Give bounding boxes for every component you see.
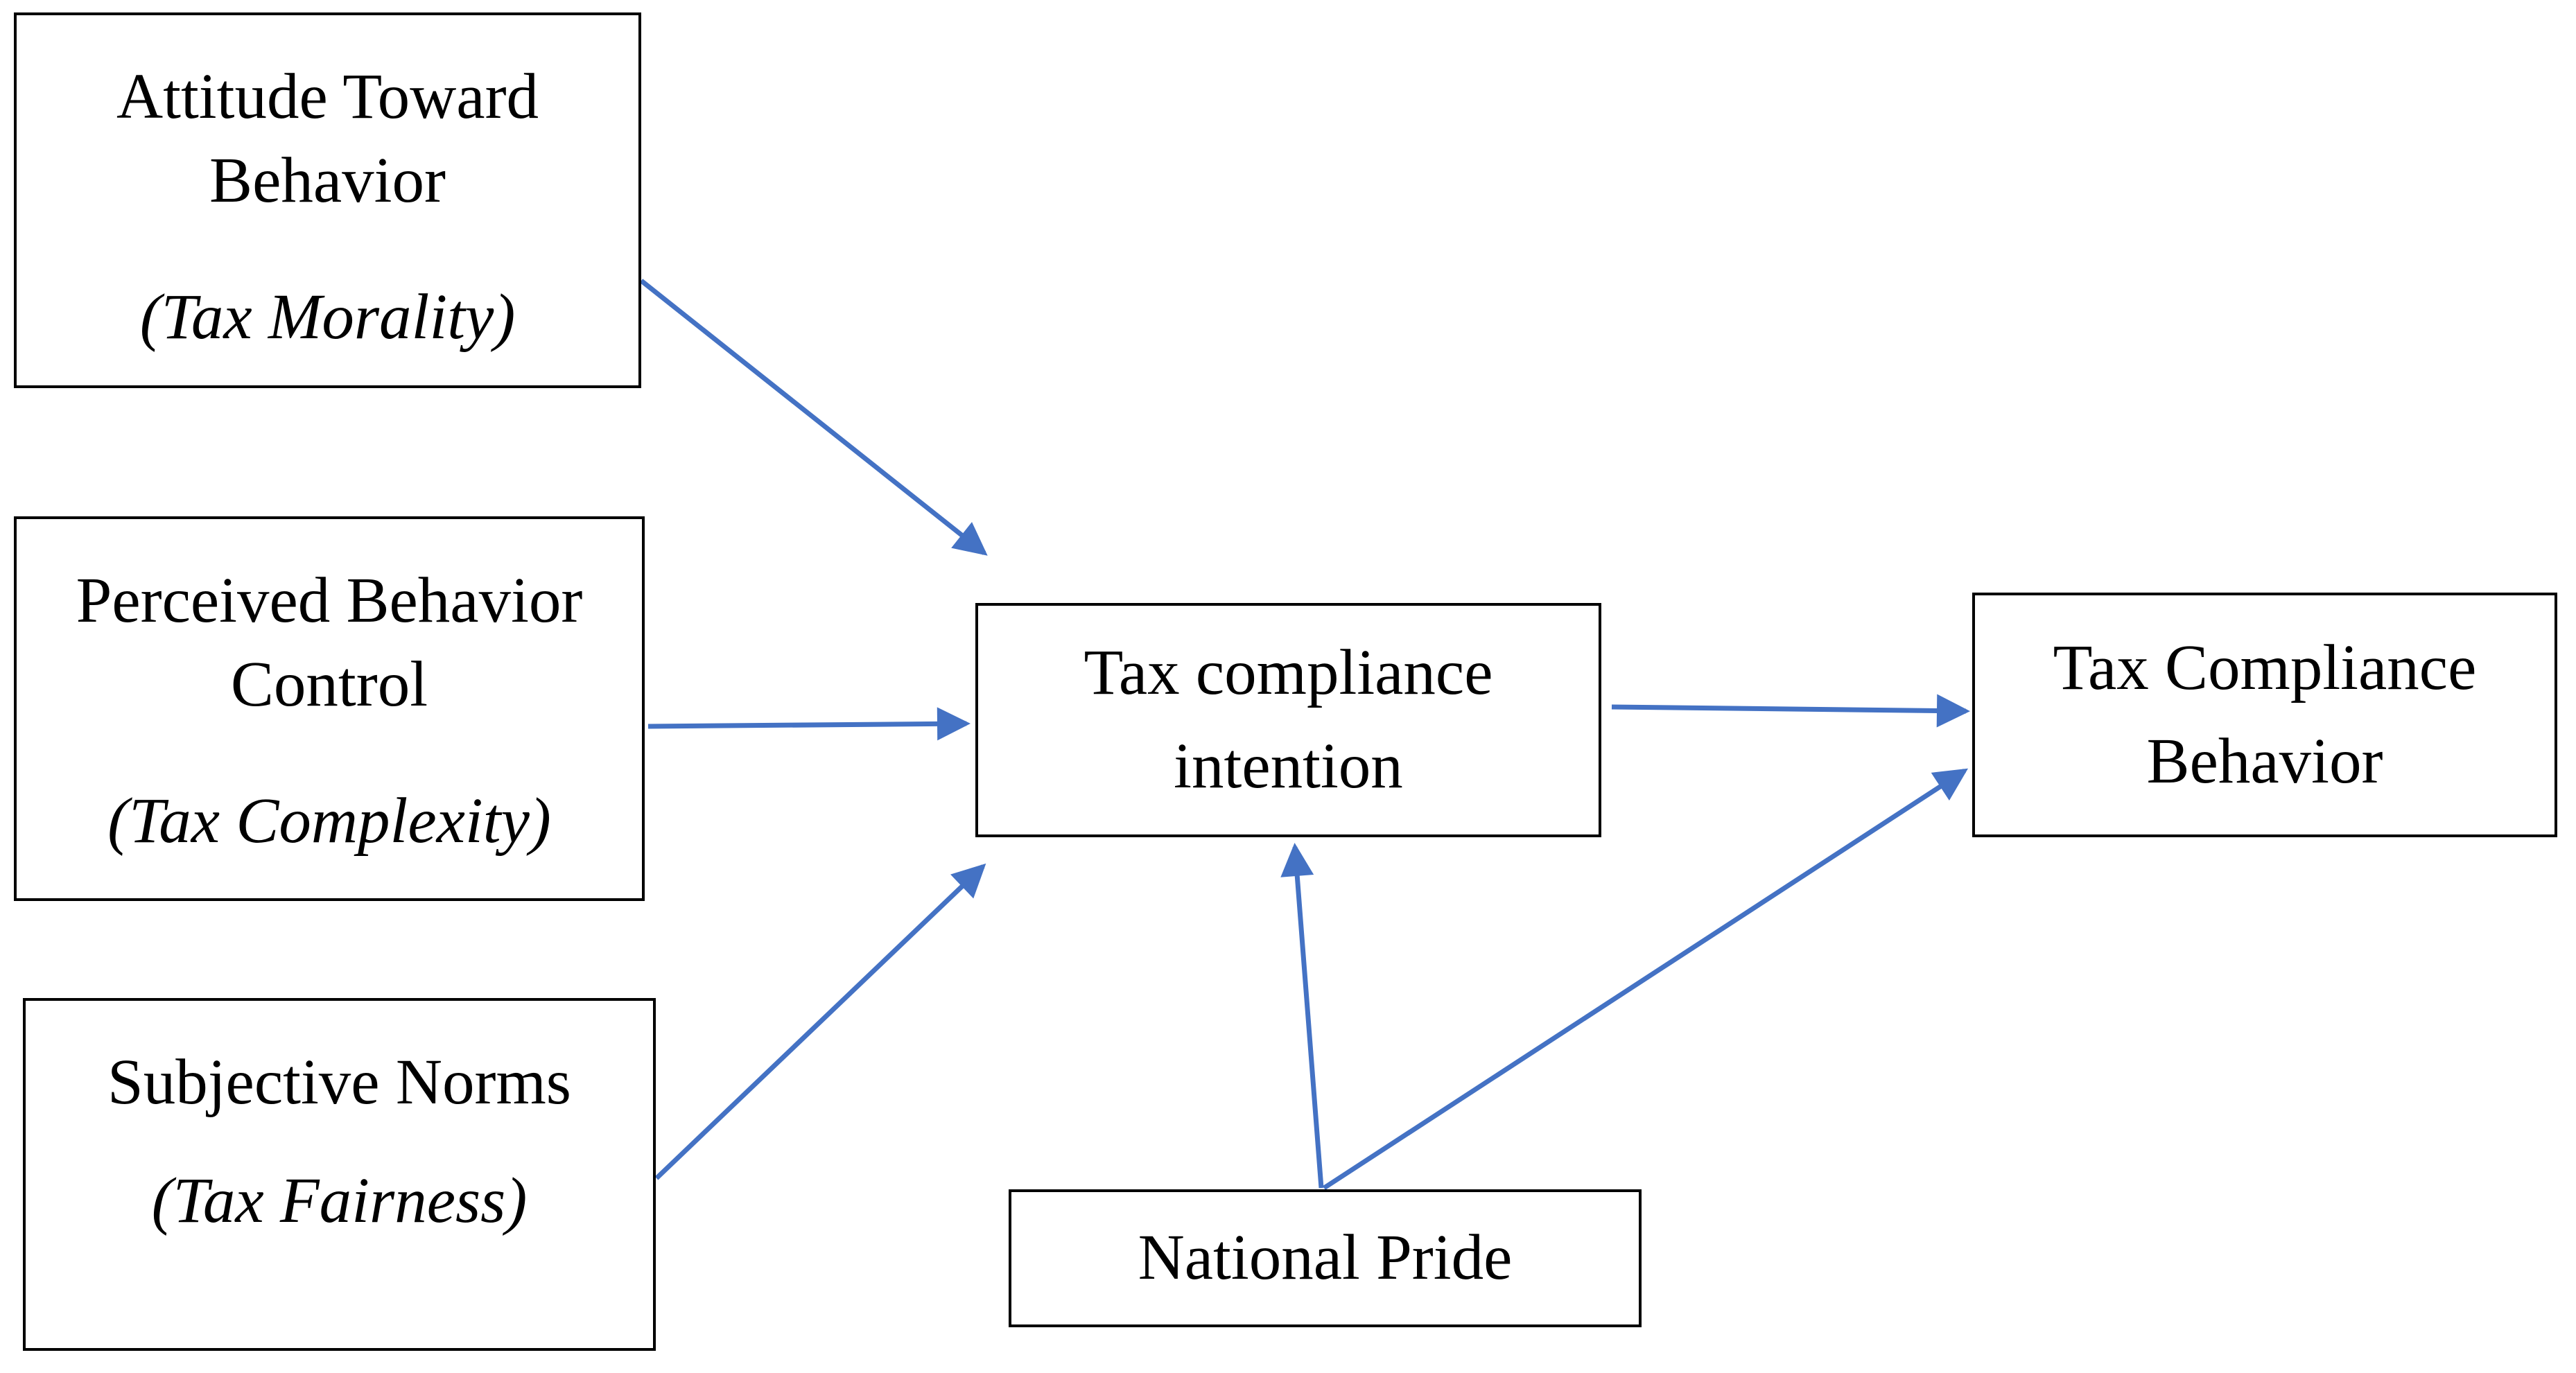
arrow-pbc-to-intention (647, 707, 971, 741)
node-subtitle: (Tax Morality) (139, 281, 516, 353)
node-title-line: Control (230, 648, 428, 720)
node-attitude-toward-behavior: Attitude Toward Behavior (Tax Morality) (14, 12, 641, 388)
node-title-line: Behavior (2146, 725, 2383, 797)
node-title-line: National Pride (1138, 1222, 1513, 1294)
node-national-pride: National Pride (1009, 1189, 1642, 1327)
node-tax-compliance-behavior: Tax Compliance Behavior (1972, 593, 2557, 837)
node-title-line: Tax Compliance (2053, 631, 2477, 703)
node-tax-compliance-intention: Tax compliance intention (975, 603, 1601, 837)
node-subjective-norms: Subjective Norms (Tax Fairness) (23, 998, 656, 1351)
node-subtitle: (Tax Complexity) (107, 785, 551, 857)
node-title-line: intention (1174, 731, 1403, 802)
arrow-norms-to-intention (654, 863, 986, 1180)
arrow-pride-to-intention (1280, 843, 1324, 1189)
arrow-intention-to-behavior (1611, 694, 1970, 728)
node-title-line: Perceived Behavior (76, 565, 583, 636)
arrow-attitude-to-intention (639, 279, 988, 556)
node-title-line: Behavior (209, 144, 446, 216)
node-title-line: Attitude Toward (116, 61, 539, 132)
node-title-line: Tax compliance (1084, 637, 1493, 709)
node-title-line: Subjective Norms (107, 1047, 571, 1118)
node-perceived-behavior-control: Perceived Behavior Control (Tax Complexi… (14, 516, 645, 901)
node-subtitle: (Tax Fairness) (151, 1164, 528, 1236)
